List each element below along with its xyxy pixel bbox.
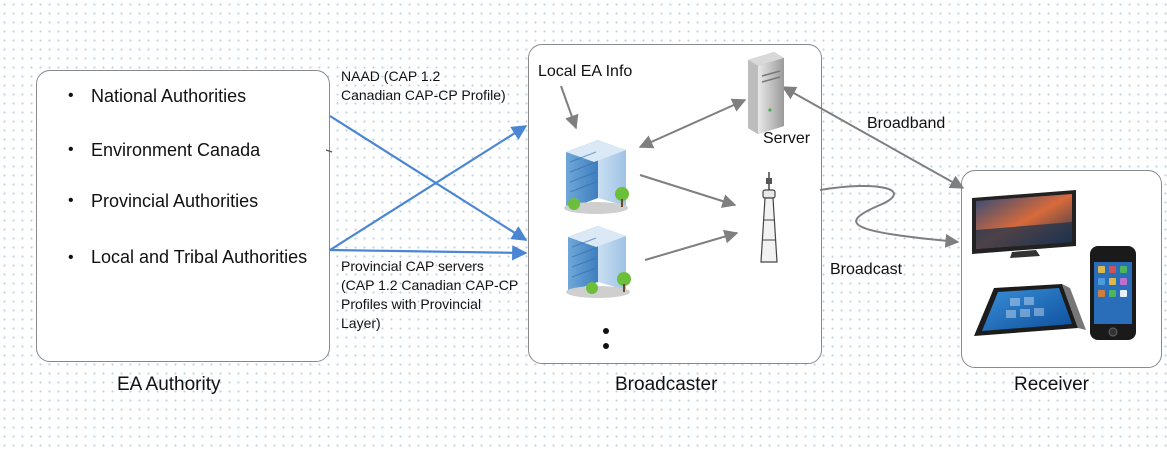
authority-item-label: National Authorities: [91, 86, 247, 106]
provincial-cap-label-line: Layer): [341, 315, 381, 331]
broadcast-label: Broadcast: [830, 261, 903, 278]
building1-tower-arrow: [639, 174, 737, 208]
building-server-arrow: [638, 98, 747, 149]
authority-item: Local and Tribal Authorities: [64, 243, 331, 272]
authority-list: National Authorities Environment Canada …: [64, 84, 331, 272]
panel-tick: [325, 149, 333, 153]
building-icon: [564, 140, 629, 214]
authority-item: Environment Canada: [64, 138, 331, 189]
feed-arrow-provincial-to-broadcaster1: [329, 125, 528, 251]
authority-item-label: Local and Tribal Authorities: [91, 247, 308, 267]
naad-label-line: NAAD (CAP 1.2: [341, 68, 441, 84]
building2-tower-arrow: [644, 229, 739, 261]
tv-icon: [972, 190, 1076, 258]
receiver-caption: Receiver: [1014, 374, 1089, 395]
building-icon: [566, 226, 631, 298]
server-icon: [748, 52, 784, 134]
tablet-icon: [974, 284, 1086, 336]
feed-arrow-national-to-broadcaster2: [329, 115, 528, 241]
more-dot: [603, 343, 609, 349]
naad-label-line: Canadian CAP-CP Profile): [341, 87, 506, 103]
broadcaster-caption: Broadcaster: [615, 374, 718, 395]
local-info-arrow: [560, 85, 579, 130]
authority-item: National Authorities: [64, 84, 331, 138]
naad-label: NAAD (CAP 1.2 Canadian CAP-CP Profile): [341, 67, 506, 105]
broadcast-wave-arrow: [819, 185, 960, 248]
local-ea-info-label: Local EA Info: [538, 63, 633, 80]
provincial-cap-label-line: Profiles with Provincial: [341, 296, 482, 312]
provincial-cap-label: Provincial CAP servers (CAP 1.2 Canadian…: [341, 257, 518, 333]
broadcast-tower-icon: [760, 172, 778, 263]
provincial-cap-label-line: (CAP 1.2 Canadian CAP-CP: [341, 277, 519, 293]
provincial-cap-label-line: Provincial CAP servers: [341, 258, 484, 274]
ea-authority-caption: EA Authority: [117, 374, 221, 395]
authority-item-label: Environment Canada: [91, 140, 261, 160]
broadband-arrow: [781, 86, 965, 189]
feed-arrow-provincial-to-broadcaster2: [329, 245, 528, 261]
authority-item-label: Provincial Authorities: [91, 191, 259, 211]
more-dot: [603, 328, 609, 334]
phone-icon: [1090, 246, 1136, 340]
authority-item: Provincial Authorities: [64, 189, 331, 243]
